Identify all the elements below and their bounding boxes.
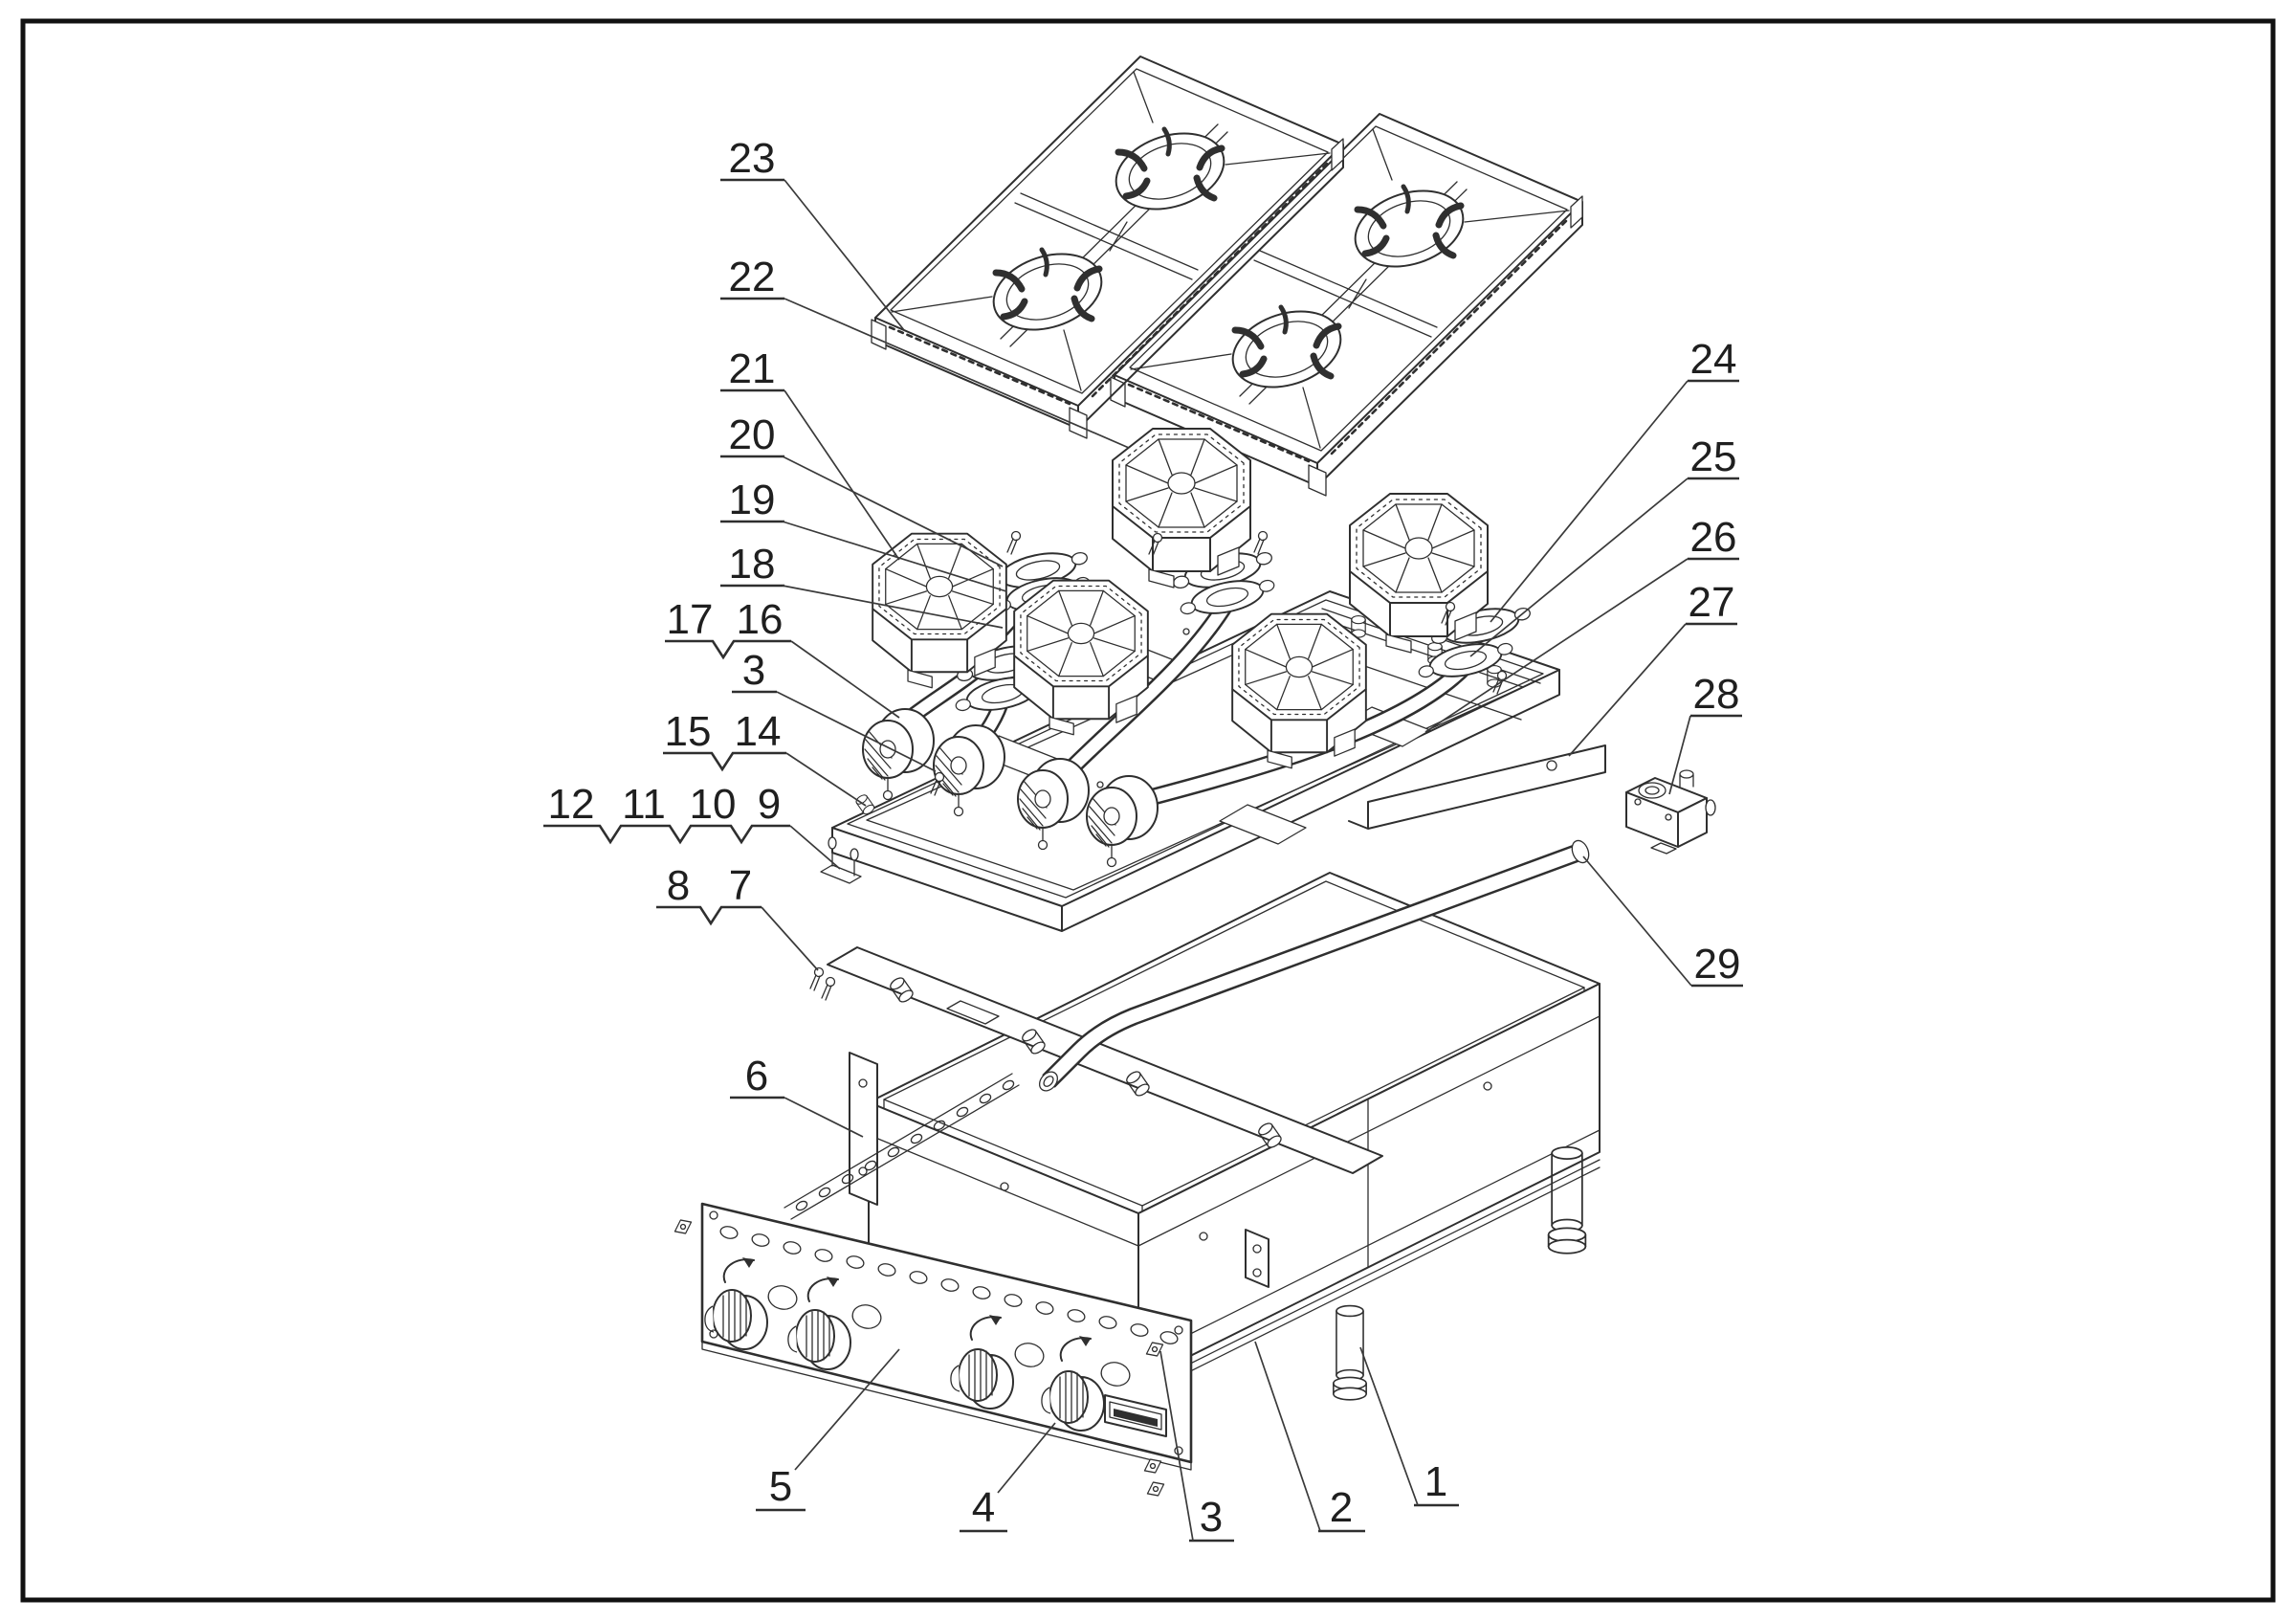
drawing	[673, 56, 1716, 1497]
callout-7: 7	[729, 862, 752, 909]
callout-4: 4	[972, 1484, 995, 1531]
callout-16: 16	[737, 596, 784, 643]
callout-1: 1	[1424, 1458, 1447, 1505]
callout-labels: 23 22 21 20 19 18 17 16 3 15 14 12 11 10…	[548, 135, 1741, 1541]
page-border	[20, 18, 2276, 1603]
callout-28: 28	[1693, 671, 1740, 718]
knob-arrows	[722, 1257, 1092, 1362]
callout-3-left: 3	[742, 647, 765, 694]
callout-12: 12	[548, 781, 595, 828]
mid-frame	[784, 836, 1383, 1288]
callout-17: 17	[667, 596, 714, 643]
pilot-hole-row	[719, 1226, 1179, 1344]
callout-18: 18	[729, 541, 776, 588]
callout-5: 5	[769, 1463, 792, 1510]
callout-6: 6	[745, 1053, 768, 1099]
callout-23: 23	[729, 135, 776, 182]
callout-29: 29	[1694, 941, 1741, 988]
callout-25: 25	[1690, 433, 1737, 480]
callout-19: 19	[729, 477, 776, 523]
body-box	[868, 872, 1601, 1398]
callout-21: 21	[729, 345, 776, 392]
gas-valve	[1625, 769, 1716, 855]
callout-3-bottom: 3	[1200, 1494, 1223, 1541]
callout-22: 22	[729, 254, 776, 300]
callout-2: 2	[1330, 1484, 1353, 1531]
callout-20: 20	[729, 411, 776, 458]
callout-10: 10	[690, 781, 737, 828]
callout-leaders	[543, 178, 1743, 1543]
rating-plate	[1104, 1394, 1167, 1437]
control-panel	[673, 1202, 1193, 1497]
callout-15: 15	[665, 708, 712, 755]
callout-14: 14	[735, 708, 782, 755]
callout-26: 26	[1690, 514, 1737, 561]
callout-11: 11	[622, 781, 666, 828]
igniter	[820, 836, 862, 884]
leg-front	[1333, 1304, 1367, 1401]
manifold-pipe	[1038, 839, 1590, 1092]
panel-openings	[767, 1285, 1131, 1387]
callout-8: 8	[667, 862, 690, 909]
callout-27: 27	[1689, 579, 1735, 626]
callout-24: 24	[1690, 336, 1737, 383]
louvre-slots	[795, 1079, 1015, 1211]
callout-9: 9	[758, 781, 781, 828]
